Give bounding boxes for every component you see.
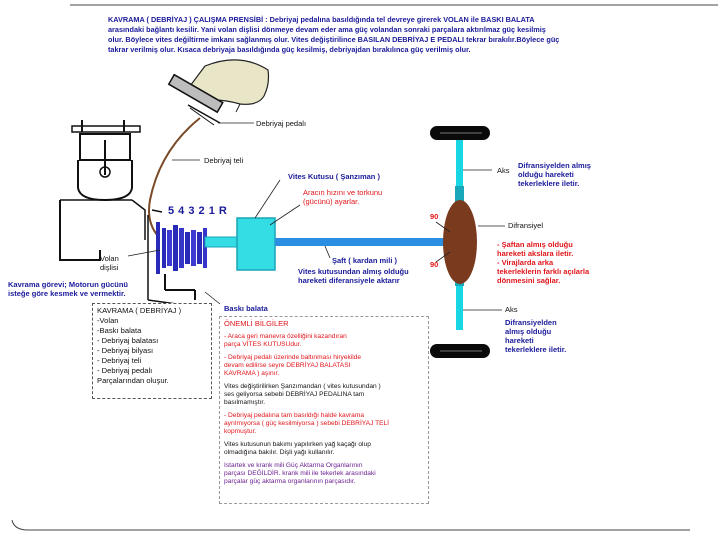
clutch-cable xyxy=(148,117,201,237)
note-line: Vites değiştirilirken Şanzımandan ( vite… xyxy=(224,383,381,390)
differential-desc: - Şaftan almış olduğu hareketi akslara i… xyxy=(497,240,589,285)
page-bottom-rule xyxy=(11,519,690,531)
intro-line: KAVRAMA ( DEBRİYAJ ) ÇALIŞMA PRENSİBİ : … xyxy=(108,15,535,24)
axle-bottom-desc-line: tekerleklere iletir. xyxy=(505,345,567,354)
shaft-label: Şaft ( kardan mili ) xyxy=(332,256,398,265)
differential-desc-line: tekerleklerin farklı açılarla xyxy=(497,267,590,276)
flywheel-line: dişlisi xyxy=(100,263,119,272)
flywheel-line: Volan xyxy=(100,254,119,263)
note-line: parçası DEĞİLDİR. krank mili ile tekerle… xyxy=(224,470,376,477)
notes-title: ÖNEMLİ BİLGİLER xyxy=(224,319,289,328)
axle-top-desc-line: tekerleklere iletir. xyxy=(518,179,580,188)
note-item: Istartek ve krank mili Güç Aktarma Organ… xyxy=(224,462,424,486)
gearbox-desc-line: (gücünü) ayarlar. xyxy=(303,197,360,206)
note-item: - Debriyaj pedalına tam basıldığı halde … xyxy=(224,412,424,436)
note-line: ayrılmıyorsa ( güç kesilmiyorsa ) sebebi… xyxy=(224,420,390,427)
axle-top-desc-line: Difransiyelden almış xyxy=(518,161,591,170)
pressure-plate-pointer xyxy=(204,291,221,305)
clutch-assembly xyxy=(147,209,207,309)
gearbox-pointer xyxy=(254,179,281,219)
differential-desc-line: hareketi akslara iletir. xyxy=(497,249,574,258)
note-item: - Araca geri manevra özelliğini kazandır… xyxy=(224,333,424,349)
parts-line: - Debriyaj pedalı xyxy=(97,366,153,375)
intro-line: arasındaki bağlantı kesilir. Yani volan … xyxy=(108,25,546,34)
gearbox-desc: Aracın hızını ve torkunu (gücünü) ayarla… xyxy=(303,188,382,206)
note-line: parçalar güç aktarma organlarının parças… xyxy=(224,478,356,485)
axle-bottom-desc-line: Difransiyelden xyxy=(505,318,557,327)
parts-line: -Baskı balata xyxy=(97,326,142,335)
clutch-role-line: Kavrama görevi; Motorun gücünü xyxy=(8,280,129,289)
note-line: - Debriyaj pedalı üzerinde baltınması hi… xyxy=(224,354,362,361)
axle-bottom-desc-line: almış olduğu xyxy=(505,327,552,336)
pressure-plate-label: Baskı balata xyxy=(224,304,268,313)
intro-line: olur. Böylece vites değiltirme imkanı sa… xyxy=(108,35,560,44)
differential-desc-line: - Virajlarda arka xyxy=(497,258,554,267)
note-line: basılmamıştır. xyxy=(224,399,266,406)
gearbox-body xyxy=(236,217,276,271)
parts-line: - Debriyaj teli xyxy=(97,356,142,365)
shaft-pointer xyxy=(324,245,331,259)
gearbox-label: Vites Kutusu ( Şanzıman ) xyxy=(288,172,380,181)
pedal-foot-icon xyxy=(167,59,270,126)
important-notes-box: ÖNEMLİ BİLGİLER - Araca geri manevra öze… xyxy=(219,316,429,504)
gearbox-desc-line: Aracın hızını ve torkunu xyxy=(303,188,383,197)
note-item: - Debriyaj pedalı üzerinde baltınması hi… xyxy=(224,354,424,378)
note-line: Vites kutusunun bakımı yapılırken yağ ka… xyxy=(224,441,371,448)
angle-pointer-top xyxy=(435,221,451,233)
gear-numbers: 5 4 3 2 1 R xyxy=(168,205,228,217)
pedal-label: Debriyaj pedalı xyxy=(256,119,307,128)
drive-shaft xyxy=(275,238,447,246)
note-line: olmadığına bakılır. Dişli yağı kullanılı… xyxy=(224,449,335,456)
angle-pointer-bottom xyxy=(435,251,451,263)
differential-desc-line: - Şaftan almış olduğu xyxy=(497,240,573,249)
axle-top-desc: Difransiyelden almış olduğu hareketi tek… xyxy=(518,161,591,188)
axle-ring-top xyxy=(455,186,464,202)
parts-line: -Volan xyxy=(97,316,119,325)
gearbox-input-shaft xyxy=(204,236,240,248)
note-line: Istartek ve krank mili Güç Aktarma Organ… xyxy=(224,462,363,469)
parts-box: KAVRAMA ( DEBRİYAJ ) -Volan -Baskı balat… xyxy=(92,303,212,399)
shaft-desc-line: hareketi diferansiyele aktarır xyxy=(298,276,400,285)
parts-line: Parçalarından oluşur. xyxy=(97,376,169,385)
axle-top-desc-line: olduğu hareketi xyxy=(518,170,574,179)
differential-label: Difransiyel xyxy=(508,221,544,230)
note-line: devam edilirse seyre DEBRİYAJ BALATASI xyxy=(224,362,351,369)
parts-line: KAVRAMA ( DEBRİYAJ ) xyxy=(97,306,182,315)
note-item: Vites kutusunun bakımı yapılırken yağ ka… xyxy=(224,441,424,457)
note-line: parça VİTES KUTUSUdur. xyxy=(224,341,302,348)
engine-block xyxy=(59,120,146,261)
axle-top-label: Aks xyxy=(497,166,510,175)
shaft-desc-line: Vites kutusundan almış olduğu xyxy=(298,267,409,276)
note-line: KAVRAMA ) aşınır. xyxy=(224,370,280,377)
differential-desc-line: dönmesini sağlar. xyxy=(497,276,561,285)
axle-bottom-desc: Difransiyelden almış olduğu hareketi tek… xyxy=(505,318,566,354)
gearbox-desc-pointer xyxy=(269,204,301,226)
top-wheel xyxy=(430,126,490,140)
note-line: kopmuştur. xyxy=(224,428,257,435)
angle-bottom-label: 90 xyxy=(430,260,439,269)
axle-bottom-label: Aks xyxy=(505,305,518,314)
clutch-role-text: Kavrama görevi; Motorun gücünü isteğe gö… xyxy=(8,280,128,298)
note-line: ses geliyorsa sebebi DEBRİYAJ PEDALINA t… xyxy=(224,391,365,398)
parts-line: - Debriyaj bilyası xyxy=(97,346,154,355)
note-item: Vites değiştirilirken Şanzımandan ( vite… xyxy=(224,383,424,407)
angle-top-label: 90 xyxy=(430,212,439,221)
shaft-desc: Vites kutusundan almış olduğu hareketi d… xyxy=(298,267,409,285)
axle-bottom-desc-line: hareketi xyxy=(505,336,534,345)
differential-housing xyxy=(443,200,477,284)
bottom-wheel xyxy=(430,344,490,358)
note-line: - Debriyaj pedalına tam basıldığı halde … xyxy=(224,412,365,419)
parts-line: - Debriyaj balatası xyxy=(97,336,159,345)
note-line: - Araca geri manevra özelliğini kazandır… xyxy=(224,333,347,340)
clutch-role-line: isteğe göre kesmek ve vermektir. xyxy=(8,289,126,298)
intro-line: takrar verilmiş olur. Kısaca debriyaja b… xyxy=(108,45,471,54)
cable-label: Debriyaj teli xyxy=(204,156,244,165)
flywheel-label: Volan dişlisi xyxy=(100,254,119,272)
flywheel-pointer xyxy=(127,249,161,257)
intro-paragraph: KAVRAMA ( DEBRİYAJ ) ÇALIŞMA PRENSİBİ : … xyxy=(108,15,618,55)
